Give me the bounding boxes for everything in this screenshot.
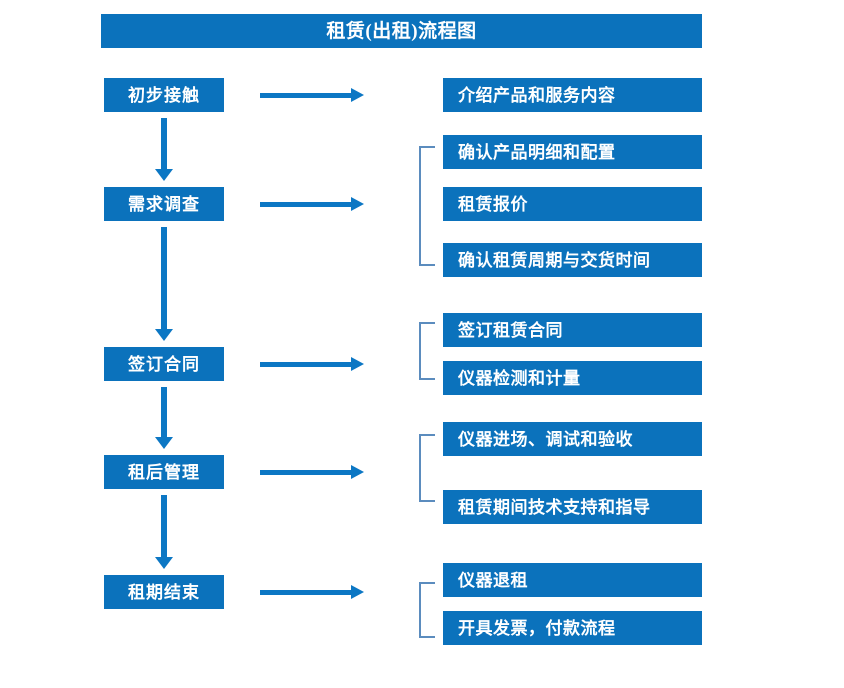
detail-box-5[interactable]: 签订租赁合同 [443, 313, 702, 347]
vertical-arrow-1 [155, 118, 173, 181]
group-bracket-4 [419, 434, 435, 502]
group-bracket-2 [419, 146, 435, 266]
arrow-head-icon [351, 357, 364, 371]
detail-box-4[interactable]: 确认租赁周期与交货时间 [443, 243, 702, 277]
horizontal-arrow-2 [260, 197, 364, 211]
arrow-shaft [161, 387, 167, 437]
detail-box-7[interactable]: 仪器进场、调试和验收 [443, 422, 702, 456]
arrow-head-icon [351, 585, 364, 599]
horizontal-arrow-4 [260, 465, 364, 479]
detail-box-8[interactable]: 租赁期间技术支持和指导 [443, 490, 702, 524]
stage-box-3[interactable]: 签订合同 [104, 347, 224, 381]
detail-box-9[interactable]: 仪器退租 [443, 563, 702, 597]
arrow-head-icon [351, 465, 364, 479]
detail-box-6[interactable]: 仪器检测和计量 [443, 361, 702, 395]
arrow-shaft [260, 470, 352, 475]
detail-box-3[interactable]: 租赁报价 [443, 187, 702, 221]
arrow-shaft [260, 362, 352, 367]
chart-title: 租赁(出租)流程图 [101, 14, 702, 48]
vertical-arrow-4 [155, 495, 173, 569]
vertical-arrow-3 [155, 387, 173, 449]
vertical-arrow-2 [155, 227, 173, 341]
arrow-head-icon [155, 169, 173, 181]
arrow-head-icon [155, 329, 173, 341]
arrow-shaft [260, 202, 352, 207]
stage-box-1[interactable]: 初步接触 [104, 78, 224, 112]
arrow-shaft [161, 495, 167, 557]
arrow-shaft [260, 93, 352, 98]
arrow-head-icon [155, 437, 173, 449]
stage-box-4[interactable]: 租后管理 [104, 455, 224, 489]
group-bracket-5 [419, 582, 435, 638]
stage-box-5[interactable]: 租期结束 [104, 575, 224, 609]
arrow-head-icon [351, 197, 364, 211]
detail-box-2[interactable]: 确认产品明细和配置 [443, 135, 702, 169]
detail-box-1[interactable]: 介绍产品和服务内容 [443, 78, 702, 112]
arrow-shaft [161, 227, 167, 329]
horizontal-arrow-3 [260, 357, 364, 371]
stage-box-2[interactable]: 需求调查 [104, 187, 224, 221]
arrow-head-icon [155, 557, 173, 569]
arrow-shaft [161, 118, 167, 169]
arrow-shaft [260, 590, 352, 595]
horizontal-arrow-5 [260, 585, 364, 599]
detail-box-10[interactable]: 开具发票，付款流程 [443, 611, 702, 645]
arrow-head-icon [351, 88, 364, 102]
horizontal-arrow-1 [260, 88, 364, 102]
group-bracket-3 [419, 322, 435, 380]
